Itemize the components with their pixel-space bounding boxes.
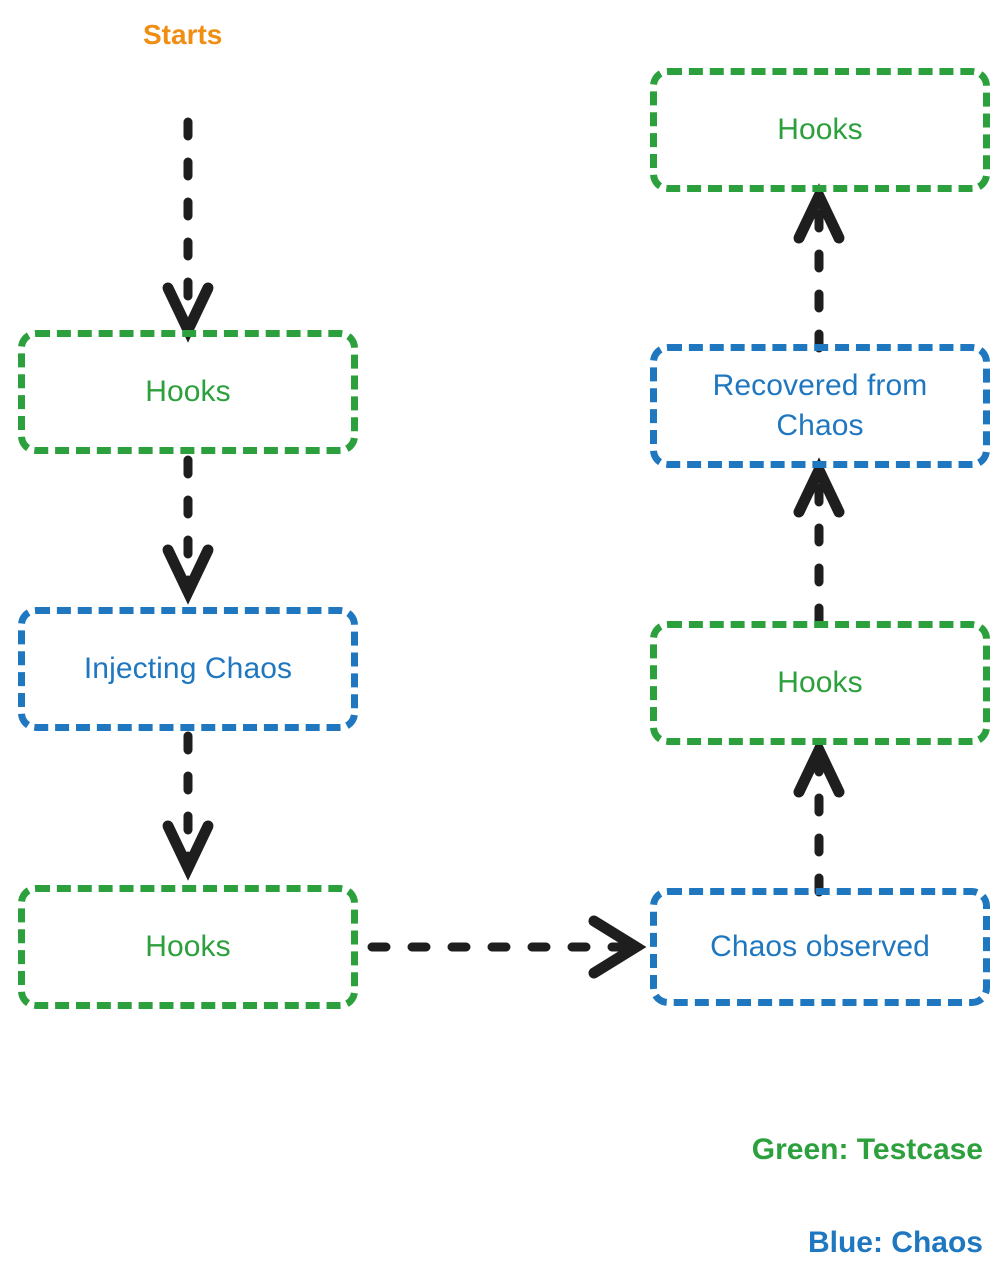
legend-blue-chaos: Blue: Chaos — [807, 1226, 983, 1259]
arrow-injecting-chaos-to-hooks-bottom — [162, 731, 214, 881]
arrow-hooks-top-to-injecting-chaos — [162, 455, 214, 605]
node-hooks-left-top[interactable]: Hooks — [18, 330, 358, 454]
node-label: Chaos observed — [710, 930, 930, 964]
node-label: Hooks — [145, 375, 231, 409]
arrow-starts-to-hooks-top — [162, 117, 214, 343]
arrow-chaos-observed-to-hooks-middle — [793, 737, 845, 897]
node-label: Injecting Chaos — [83, 652, 293, 686]
arrow-recovered-to-hooks-top — [793, 183, 845, 353]
node-hooks-right-middle[interactable]: Hooks — [650, 621, 990, 745]
node-label: Hooks — [145, 930, 231, 964]
node-hooks-left-bottom[interactable]: Hooks — [18, 885, 358, 1009]
node-label: Hooks — [777, 666, 863, 700]
starts-label: Starts — [143, 19, 223, 50]
arrow-hooks-bottom-to-chaos-observed — [367, 915, 647, 979]
node-recovered-from-chaos[interactable]: Recovered from Chaos — [650, 344, 990, 468]
legend-green-testcase: Green: Testcase — [751, 1133, 983, 1166]
node-label: Recovered from Chaos — [712, 369, 928, 442]
node-injecting-chaos[interactable]: Injecting Chaos — [18, 607, 358, 731]
node-chaos-observed[interactable]: Chaos observed — [650, 888, 990, 1006]
arrow-hooks-middle-to-recovered — [793, 457, 845, 627]
node-hooks-right-top[interactable]: Hooks — [650, 68, 990, 192]
node-label: Hooks — [777, 113, 863, 147]
